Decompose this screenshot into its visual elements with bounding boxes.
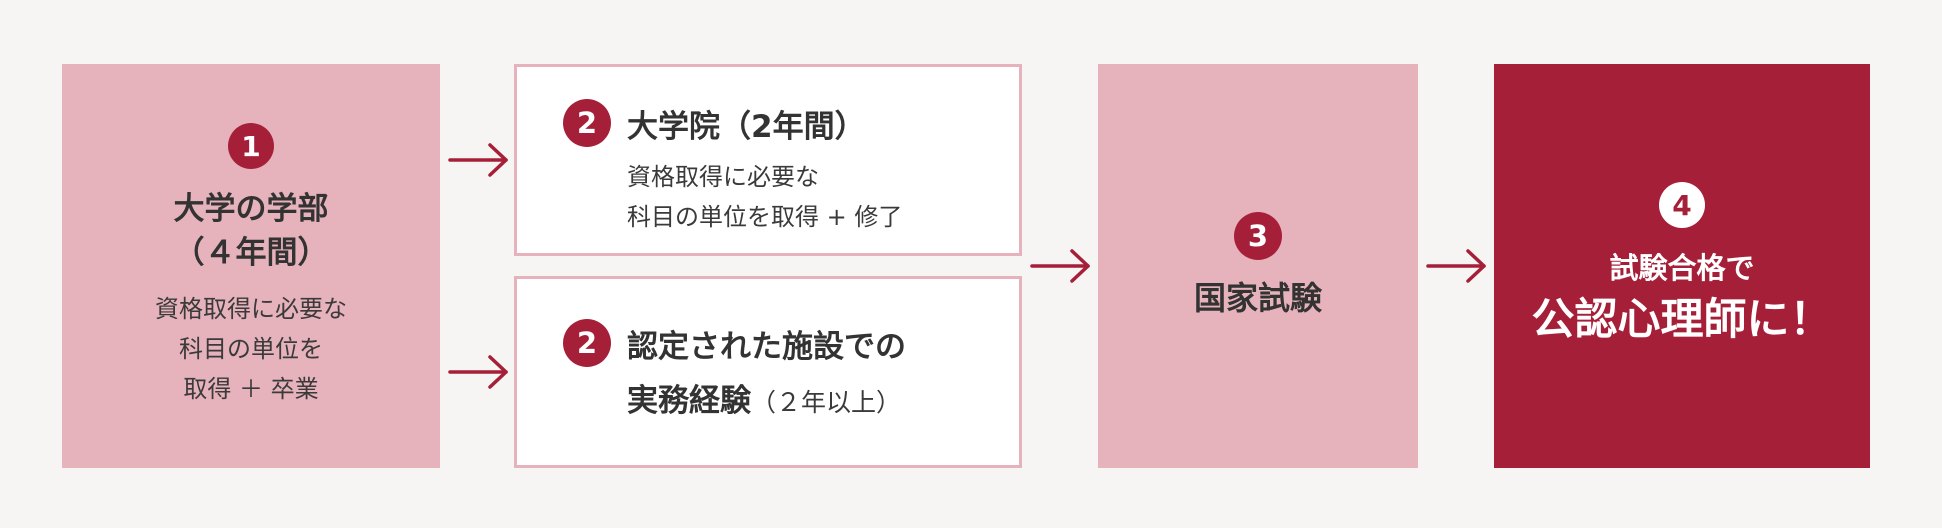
arrow-right-icon [1426,249,1486,283]
step-undergraduate: 1 大学の学部 （４年間） 資格取得に必要な 科目の単位を 取得 ＋ 卒業 [62,64,440,468]
step-national-exam: 3 国家試験 [1098,64,1418,468]
step-duration-note: （２年以上） [751,388,902,417]
step-title: 大学院（2年間） [627,108,866,145]
arrow-right-icon [1030,249,1090,283]
step-header: 2 認定された施設での [563,319,906,367]
step-title-duration: （４年間） [173,235,329,271]
goal-lead-text: 試験合格で [1609,251,1755,285]
step-number-badge: 3 [1234,212,1282,260]
step-graduate-school: 2 大学院（2年間） 資格取得に必要な 科目の単位を取得 + 修了 [514,64,1022,256]
step-goal: 4 試験合格で 公認心理師に！ [1494,64,1870,468]
step-description-line: 取得 ＋ 卒業 [183,375,319,403]
step-number-badge: 4 [1659,182,1705,228]
step-number-badge: 2 [563,99,611,147]
step-number-badge: 2 [563,319,611,367]
step-title-second-line: 実務経験（２年以上） [627,375,901,420]
step-practical-experience: 2 認定された施設での 実務経験（２年以上） [514,276,1022,468]
step-description-line: 科目の単位を [179,335,323,363]
step-title: 実務経験 [627,383,751,419]
step-description-line: 資格取得に必要な [627,163,819,191]
step-title: 国家試験 [1193,279,1322,317]
arrow-right-icon [448,355,508,389]
arrow-right-icon [448,143,508,177]
step-description-line: 資格取得に必要な [155,295,347,323]
step-title: 認定された施設での [627,328,906,365]
step-number-badge: 1 [228,123,274,169]
step-header: 2 大学院（2年間） [563,99,866,147]
goal-title: 公認心理師に！ [1531,295,1833,345]
step-title: 大学の学部 [173,191,329,227]
step-description-line: 科目の単位を取得 + 修了 [627,203,903,231]
